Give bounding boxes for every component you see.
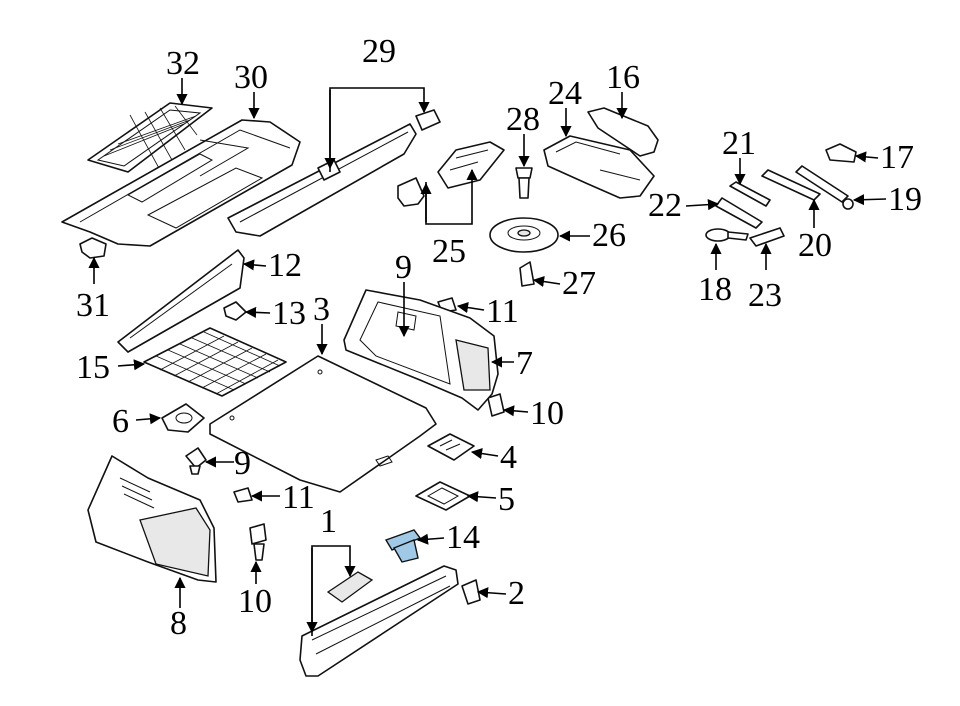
callout-24: 24 [548,75,582,112]
callout-29: 29 [362,33,396,70]
callout-8: 8 [170,605,187,642]
part-8-left-trim [87,455,217,583]
part-19-wrench-bar [795,165,854,210]
callout-11-lower: 11 [282,479,315,516]
part-2-clip [461,579,481,605]
callout-22: 22 [648,187,682,224]
part-31-clip [79,237,107,259]
callout-13: 13 [272,295,306,332]
callout-27: 27 [562,265,596,302]
leader-lines [88,78,887,636]
part-1-sill-trim [299,565,459,677]
part-16-foam [587,107,659,157]
callout-20: 20 [798,227,832,264]
callout-labels: 32 30 29 24 16 28 25 26 27 17 21 19 20 2… [76,33,922,642]
part-20-jack-handle [761,169,821,201]
callout-10-upper: 10 [530,395,564,432]
callout-9-upper: 9 [395,249,412,286]
part-27-screw [519,261,535,287]
callout-9-lower: 9 [234,445,251,482]
callout-28: 28 [506,101,540,138]
callout-32: 32 [166,45,200,82]
callout-19: 19 [888,181,922,218]
part-30-package-shelf [61,119,301,247]
part-23-tie [749,227,785,247]
callout-15: 15 [76,349,110,386]
part-6-cup [161,403,205,433]
callout-30: 30 [234,59,268,96]
part-5-plate [415,481,471,511]
callout-2: 2 [508,575,525,612]
callout-5: 5 [498,481,515,518]
callout-6: 6 [112,403,129,440]
part-32-mat [87,102,213,173]
callout-17: 17 [880,139,914,176]
callout-1: 1 [320,503,337,540]
callout-26: 26 [592,217,626,254]
part-12-side-panel [117,249,245,353]
part-7-right-trim [343,289,499,411]
part-9-pin [185,447,207,475]
callout-12: 12 [268,247,302,284]
part-29-rail [227,109,441,237]
callout-16: 16 [606,59,640,96]
part-11-clip-lower [233,487,253,503]
part-25-bracket [397,141,505,207]
callout-7: 7 [516,345,533,382]
part-26-disc [489,217,559,253]
part-22-spanner [715,197,763,229]
part-17-hook [825,143,857,163]
callout-21: 21 [722,125,756,162]
part-14-bracket-highlight [384,529,422,563]
part-18-tow-eye [705,228,749,242]
callout-14: 14 [446,519,480,556]
callout-25: 25 [432,233,466,270]
callout-10-lower: 10 [238,583,272,620]
part-28-bolt [515,167,533,199]
callout-23: 23 [748,277,782,314]
callout-18: 18 [698,271,732,308]
part-21-rod [729,181,771,207]
part-3-trunk-floor [209,355,437,493]
callout-11-upper: 11 [486,293,519,330]
part-10-bumper-upper [487,393,505,417]
callout-4: 4 [500,439,517,476]
part-4-plate [427,433,475,461]
part-24-tool-tray [543,135,655,199]
part-13-clip [223,301,247,321]
part-10-bumper-lower [249,523,267,561]
callout-31: 31 [76,287,110,324]
part-15-cargo-net [143,327,287,397]
callout-3: 3 [313,291,330,328]
